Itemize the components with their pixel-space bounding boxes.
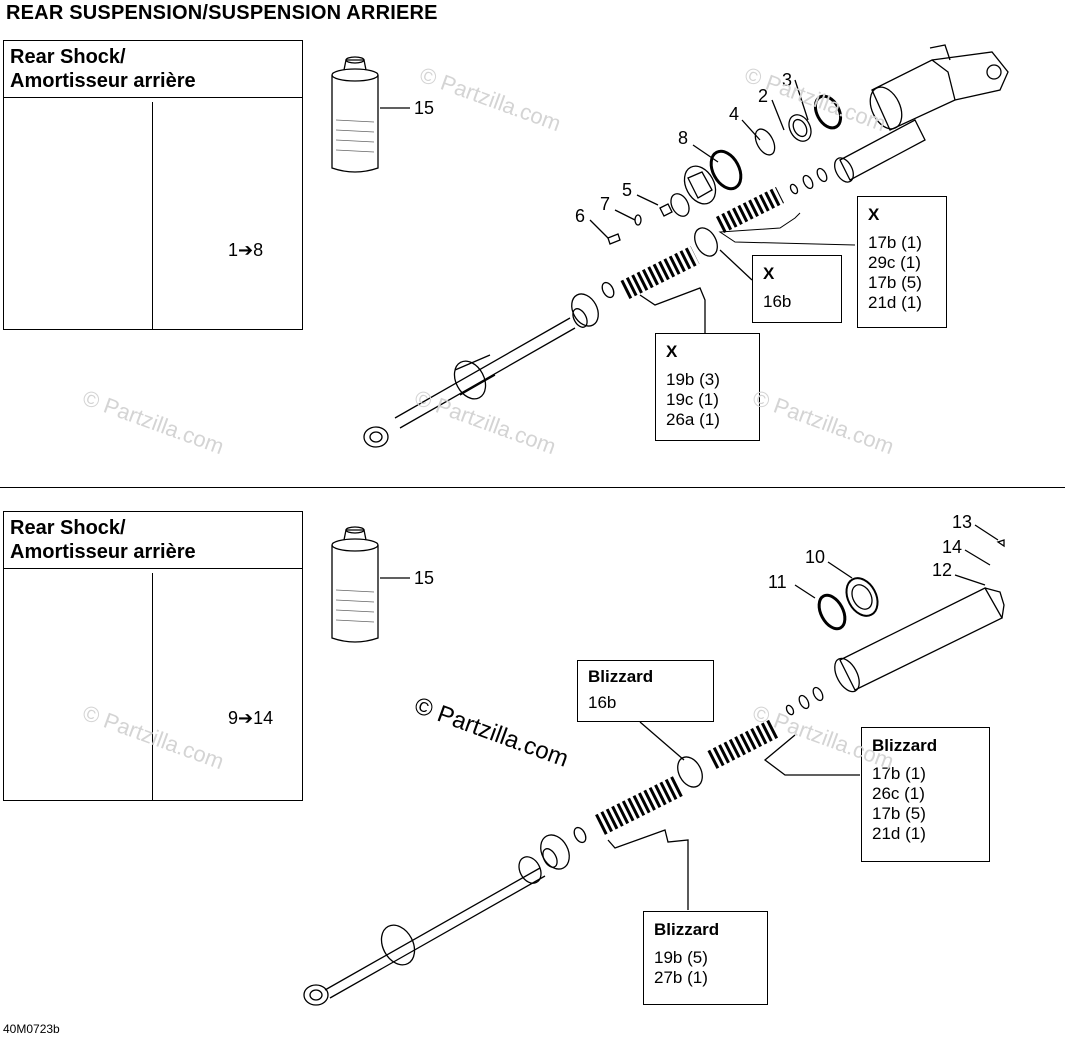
box-line: 17b (1) [868,233,922,252]
box-line: 26a (1) [666,410,720,429]
panel-divider [152,102,153,329]
callout-3: 3 [782,70,793,90]
oil-bottle-top [331,56,410,173]
rear-shock-exploded-bottom [303,524,1005,1006]
parts-box-x-right: X 17b (1) 29c (1) 17b (5) 21d (1) [857,196,947,328]
callout-15: 15 [414,568,435,588]
box-header: X [763,264,775,283]
box-line: 21d (1) [872,824,926,843]
box-line: 19c (1) [666,390,719,409]
box-line: 16b [763,292,792,311]
panel-title-line1: Rear Shock/ [10,517,126,539]
parts-box-blizzard-bottom: Blizzard 19b (5) 27b (1) [643,911,768,1005]
box-header: X [868,205,880,224]
callout-12: 12 [932,560,953,580]
callout-11: 11 [768,572,787,592]
box-header: Blizzard [872,736,938,755]
oil-bottle-bottom [331,526,410,643]
panel-title: Rear Shock/ Amortisseur arrière [4,41,302,98]
box-line: 21d (1) [868,293,922,312]
box-line: 17b (5) [872,804,926,823]
rear-shock-panel-bottom: Rear Shock/ Amortisseur arrière [3,511,303,801]
box-line: 16b [588,693,617,712]
box-line: 26c (1) [872,784,925,803]
callout-10: 10 [805,547,826,567]
callout-7: 7 [600,194,611,214]
panel-title-line1: Rear Shock/ [10,46,126,68]
callout-5: 5 [622,180,633,200]
box-line: 19b (5) [654,948,708,967]
box-line: 29c (1) [868,253,921,272]
box-line: 17b (1) [872,764,926,783]
panel-title-line2: Amortisseur arrière [10,541,196,563]
page-title: REAR SUSPENSION/SUSPENSION ARRIERE [6,2,438,24]
panel-title: Rear Shock/ Amortisseur arrière [4,512,302,569]
callout-15: 15 [414,98,435,118]
panel-divider [152,573,153,800]
parts-box-blizzard-right: Blizzard 17b (1) 26c (1) 17b (5) 21d (1) [861,727,990,862]
box-header: Blizzard [588,667,654,686]
parts-box-blizzard-top: Blizzard 16b [577,660,714,722]
rear-shock-exploded-top [363,44,1009,448]
box-line: 27b (1) [654,968,708,987]
callout-4: 4 [729,104,740,124]
callout-2: 2 [758,86,769,106]
panel-title-line2: Amortisseur arrière [10,70,196,92]
range-label: 1➔8 [228,240,264,260]
box-line: 19b (3) [666,370,720,389]
range-label: 9➔14 [228,708,274,728]
rear-shock-panel-top: Rear Shock/ Amortisseur arrière [3,40,303,330]
parts-box-x-middle: X 16b [752,255,842,323]
callout-14: 14 [942,537,963,557]
parts-box-x-bottom: X 19b (3) 19c (1) 26a (1) [655,333,760,441]
box-header: Blizzard [654,920,720,939]
callout-8: 8 [678,128,689,148]
section-separator [0,487,1065,488]
callout-13: 13 [952,512,973,532]
box-header: X [666,342,678,361]
figure-code: 40M0723b [3,1022,60,1036]
callout-6: 6 [575,206,586,226]
box-line: 17b (5) [868,273,922,292]
